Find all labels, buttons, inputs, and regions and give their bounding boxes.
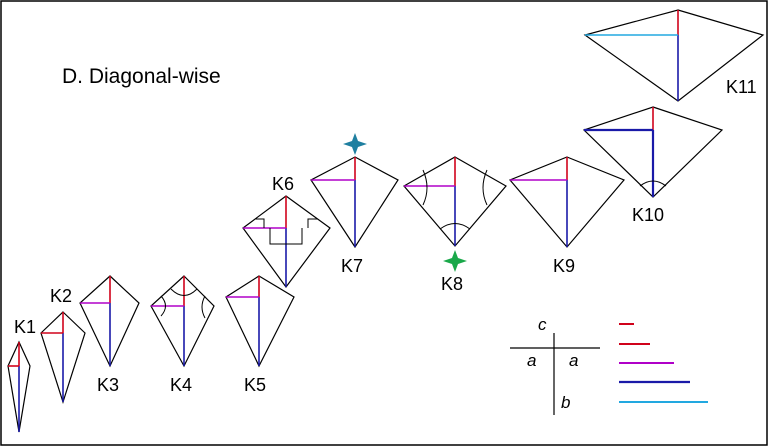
legend-label-a-left: a [527, 351, 536, 370]
right-angle-mark [269, 228, 286, 245]
panel-title: D. Diagonal-wise [62, 65, 221, 88]
kite-label: K1 [14, 317, 36, 337]
kite-k7: K7 [310, 133, 399, 276]
legend: c a a b [510, 315, 708, 415]
right-angle-mark [286, 228, 303, 245]
kite-label: K5 [244, 375, 266, 395]
angle-arc [422, 169, 428, 206]
kite-label: K2 [50, 286, 72, 306]
kite-label: K6 [272, 174, 294, 194]
kite-k5: K5 [225, 275, 295, 395]
kite-k9: K9 [509, 156, 625, 276]
legend-label-a-right: a [569, 351, 578, 370]
angle-arc [439, 223, 471, 230]
kite-k8: K8 [403, 156, 507, 294]
kite-label: K3 [97, 375, 119, 395]
kite-label: K8 [441, 274, 463, 294]
kite-label: K11 [726, 77, 757, 97]
angle-arc [639, 180, 667, 187]
star-marker-icon [443, 250, 467, 272]
kite-k11: K11 [583, 9, 765, 102]
kite-label: K7 [341, 256, 363, 276]
kite-k1: K1 [7, 317, 36, 433]
kite-label: K9 [553, 256, 575, 276]
kite-outline [150, 275, 215, 368]
kite-k2: K2 [40, 286, 86, 404]
kite-k10: K10 [582, 106, 724, 225]
right-angle-mark [255, 218, 265, 228]
legend-label-c: c [538, 315, 547, 334]
kite-label: K4 [170, 375, 192, 395]
angle-arc [160, 295, 166, 317]
star-marker-icon [343, 133, 367, 155]
legend-label-b: b [561, 393, 570, 412]
angle-arc [482, 169, 488, 206]
right-angle-mark [307, 218, 318, 228]
kite-outline [225, 275, 295, 368]
kite-k3: K3 [79, 275, 140, 395]
kite-k6: K6 [242, 174, 331, 289]
kite-k4: K4 [150, 275, 215, 395]
kite-label: K10 [632, 205, 664, 225]
angle-arc [201, 295, 206, 319]
angle-arc [170, 288, 198, 296]
